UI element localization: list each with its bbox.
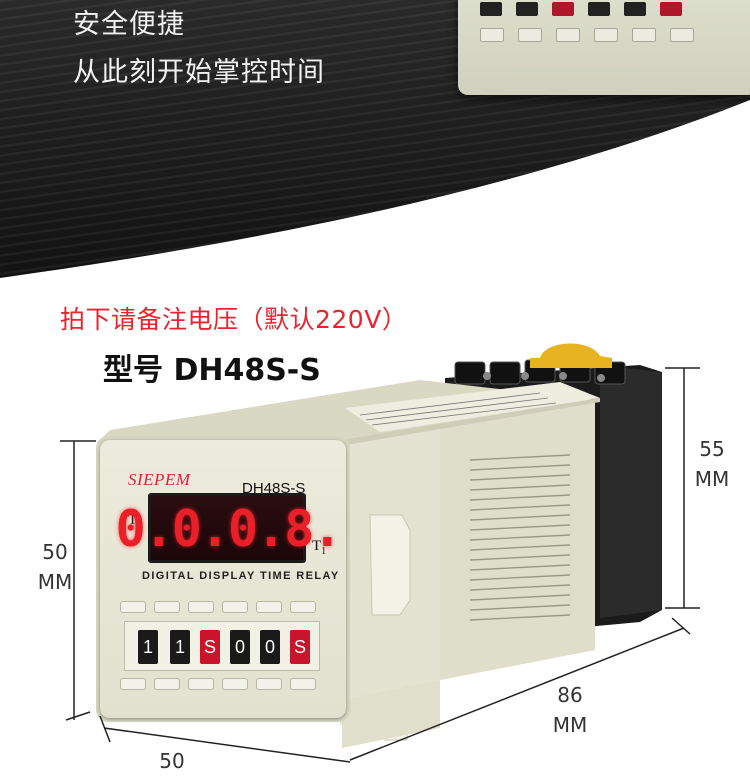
increment-button[interactable] <box>154 601 180 613</box>
display-caption: DIGITAL DISPLAY TIME RELAY <box>142 570 340 582</box>
increment-button[interactable] <box>120 601 146 613</box>
decrement-button[interactable] <box>256 678 282 690</box>
t2-label: T2 <box>128 512 143 531</box>
decrement-button[interactable] <box>222 678 248 690</box>
mini-dial-row <box>480 2 682 16</box>
decrement-button[interactable] <box>120 678 146 690</box>
dimension-width: 50 <box>159 749 185 773</box>
dial-unit[interactable]: S <box>290 630 310 664</box>
device-model-label: DH48S-S <box>242 480 306 497</box>
dial-digit[interactable]: 1 <box>138 630 158 664</box>
increment-button[interactable] <box>188 601 214 613</box>
model-heading: 型号 DH48S-S <box>103 353 321 388</box>
dimension-height-back: 55 MM <box>694 437 730 491</box>
decrement-button[interactable] <box>154 678 180 690</box>
led-display <box>148 493 306 563</box>
mini-device-image <box>458 0 750 95</box>
dial-digit[interactable]: 1 <box>170 630 190 664</box>
mini-button-row <box>480 28 694 42</box>
increment-button-row <box>120 601 316 613</box>
decrement-button[interactable] <box>290 678 316 690</box>
banner-curve <box>0 100 750 300</box>
dimension-depth: 86 MM <box>552 683 588 737</box>
t1-label: T1 <box>312 538 327 557</box>
dial-digit[interactable]: 0 <box>260 630 280 664</box>
increment-button[interactable] <box>256 601 282 613</box>
increment-button[interactable] <box>290 601 316 613</box>
dial-unit[interactable]: S <box>200 630 220 664</box>
increment-button[interactable] <box>222 601 248 613</box>
dial-digit[interactable]: 0 <box>230 630 250 664</box>
banner-line-2: 从此刻开始掌控时间 <box>73 57 325 88</box>
banner-line-1: 安全便捷 <box>73 9 185 40</box>
relay-front-panel <box>100 440 346 718</box>
voltage-note: 拍下请备注电压（默认220V） <box>60 305 408 334</box>
decrement-button[interactable] <box>188 678 214 690</box>
thumbwheel-switch-block: 1 1 S 0 0 S <box>120 592 330 696</box>
brand-label: SIEPEM <box>128 470 191 489</box>
dimension-height-front: 50 MM <box>37 540 73 594</box>
decrement-button-row <box>120 678 316 690</box>
